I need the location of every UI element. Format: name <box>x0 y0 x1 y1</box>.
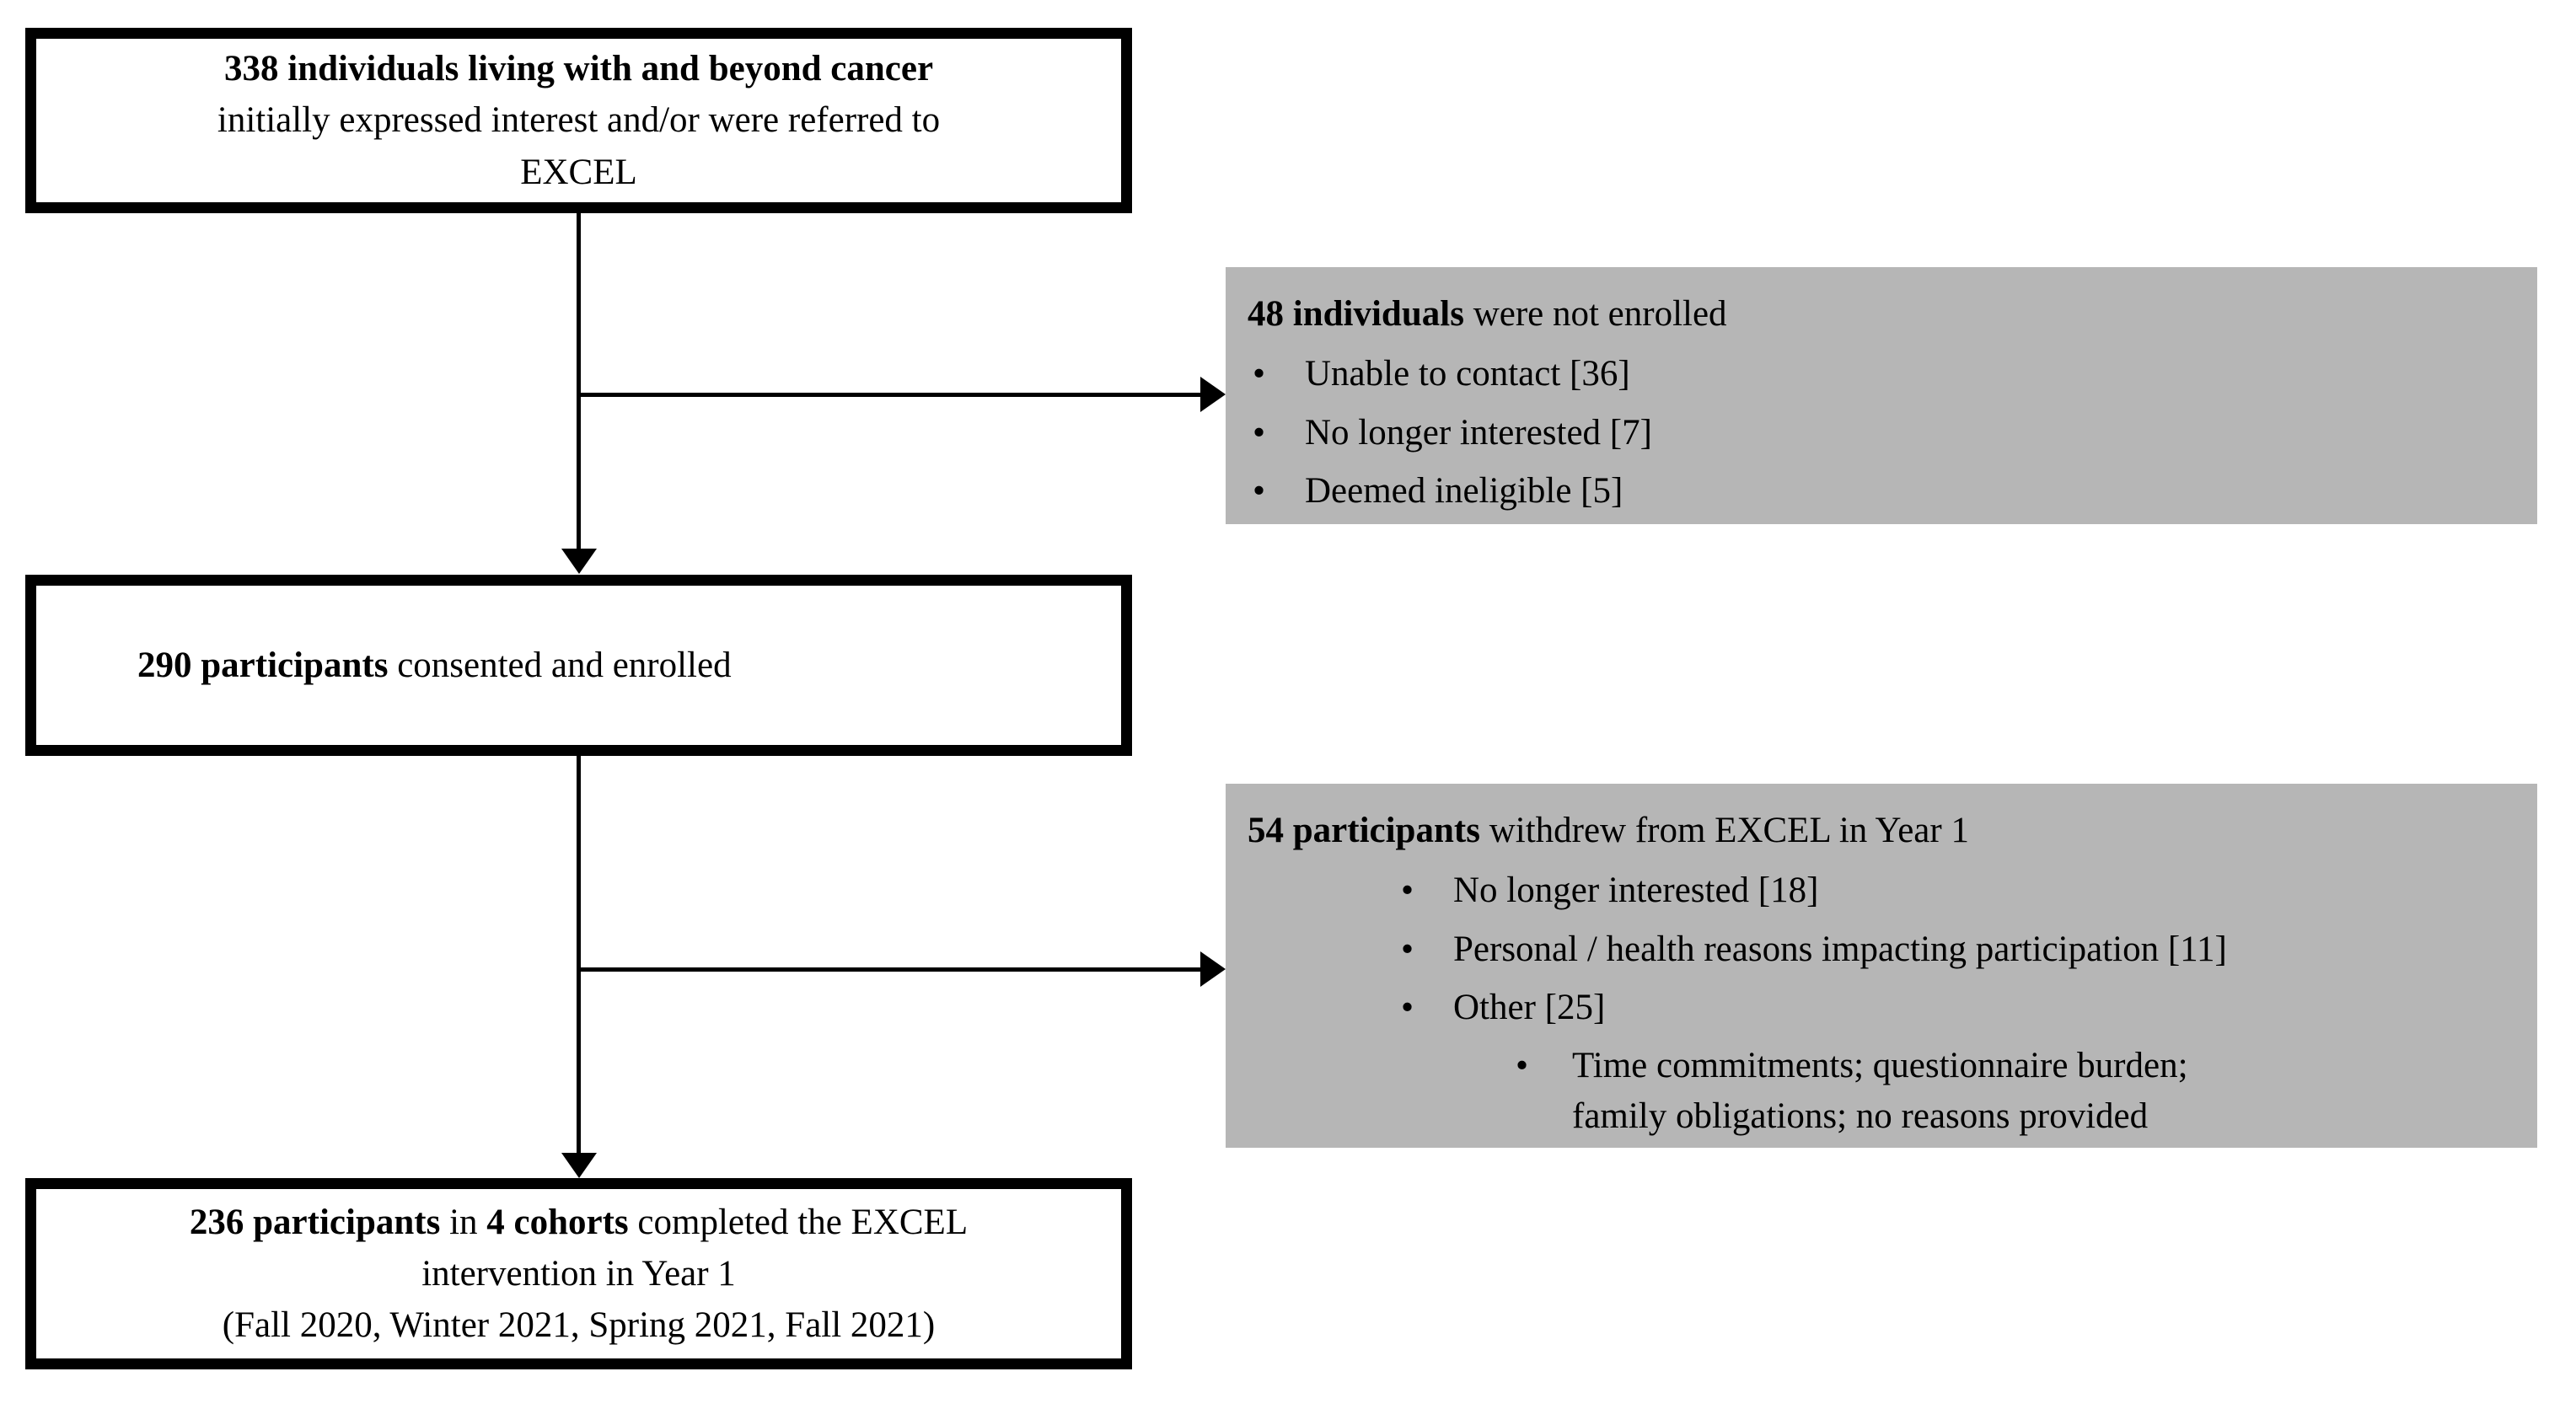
node-enrolled-count: 290 participants <box>137 645 389 685</box>
connector-enrolled-to-withdrew <box>577 967 1200 972</box>
node-completed-count: 236 participants <box>189 1202 441 1242</box>
node-screened-line-2: initially expressed interest and/or were… <box>217 100 941 141</box>
panel-withdrew-list: • No longer interested [18] • Personal /… <box>1248 865 2519 1141</box>
node-enrolled-line-1: 290 participants consented and enrolled <box>137 640 1097 691</box>
panel-withdrew-count: 54 participants <box>1248 811 1480 850</box>
bullet-icon: • <box>1516 1046 1529 1086</box>
node-screened-count: 338 individuals living with and beyond c… <box>223 49 934 89</box>
list-item-nested-line-2: family obligations; no reasons provided <box>1572 1096 2149 1136</box>
arrowhead-right-to-not-enrolled <box>1200 377 1226 412</box>
panel-not-enrolled-heading-rest: were not enrolled <box>1463 294 1727 334</box>
node-completed-line-1: 236 participants in 4 cohorts completed … <box>60 1197 1097 1248</box>
connector-enrolled-to-completed <box>577 756 581 1153</box>
node-completed-text: 236 participants in 4 cohorts completed … <box>36 1197 1121 1351</box>
list-item-label: Other [25] <box>1453 987 1606 1027</box>
panel-withdrew: 54 participants withdrew from EXCEL in Y… <box>1226 784 2537 1148</box>
list-item-label: Unable to contact [36] <box>1305 354 1630 394</box>
list-item-label: No longer interested [18] <box>1453 871 1819 911</box>
arrowhead-down-to-completed <box>561 1153 597 1178</box>
panel-not-enrolled-list: • Unable to contact [36] • No longer int… <box>1248 349 2519 516</box>
panel-not-enrolled: 48 individuals were not enrolled • Unabl… <box>1226 267 2537 524</box>
arrowhead-right-to-withdrew <box>1200 951 1226 987</box>
node-completed-line-1-tail: completed the EXCEL <box>628 1202 969 1242</box>
node-screened-text: 338 individuals living with and beyond c… <box>36 43 1121 197</box>
bullet-icon: • <box>1401 929 1414 969</box>
list-item-label: Personal / health reasons impacting part… <box>1453 929 2227 969</box>
list-item: • Unable to contact [36] <box>1248 349 2519 399</box>
panel-not-enrolled-heading: 48 individuals were not enrolled <box>1248 289 2519 339</box>
node-completed: 236 participants in 4 cohorts completed … <box>25 1178 1132 1369</box>
node-enrolled-line-1-rest: consented and enrolled <box>388 645 732 685</box>
panel-withdrew-heading: 54 participants withdrew from EXCEL in Y… <box>1248 806 2519 855</box>
bullet-icon: • <box>1401 871 1414 911</box>
node-screened-line-1: 338 individuals living with and beyond c… <box>60 43 1097 94</box>
list-item: • Deemed ineligible [5] <box>1248 466 2519 516</box>
node-enrolled-text: 290 participants consented and enrolled <box>36 640 1121 691</box>
connector-screened-to-not-enrolled <box>577 393 1200 397</box>
panel-not-enrolled-count: 48 individuals <box>1248 294 1464 334</box>
panel-withdrew-heading-rest: withdrew from EXCEL in Year 1 <box>1479 811 1969 850</box>
node-screened: 338 individuals living with and beyond c… <box>25 28 1132 213</box>
connector-screened-to-enrolled <box>577 213 581 549</box>
list-item-label: Deemed ineligible [5] <box>1305 470 1623 511</box>
node-screened-line-3: EXCEL <box>520 152 637 192</box>
list-item: • Personal / health reasons impacting pa… <box>1248 924 2519 974</box>
bullet-icon: • <box>1253 412 1266 453</box>
node-completed-cohorts: 4 cohorts <box>486 1202 629 1242</box>
bullet-icon: • <box>1253 354 1266 394</box>
list-item-label: No longer interested [7] <box>1305 412 1652 453</box>
list-item-nested: • Time commitments; questionnaire burden… <box>1248 1041 2519 1141</box>
node-completed-line-1-mid: in <box>440 1202 487 1242</box>
list-item: • Other [25] <box>1248 983 2519 1032</box>
arrowhead-down-to-enrolled <box>561 549 597 574</box>
list-item: • No longer interested [7] <box>1248 408 2519 458</box>
node-enrolled: 290 participants consented and enrolled <box>25 575 1132 756</box>
bullet-icon: • <box>1253 470 1266 511</box>
node-completed-line-2: intervention in Year 1 <box>421 1253 736 1294</box>
bullet-icon: • <box>1401 987 1414 1027</box>
list-item: • No longer interested [18] <box>1248 865 2519 915</box>
node-completed-line-3: (Fall 2020, Winter 2021, Spring 2021, Fa… <box>222 1305 936 1346</box>
list-item-nested-line-1: Time commitments; questionnaire burden; <box>1572 1046 2188 1086</box>
